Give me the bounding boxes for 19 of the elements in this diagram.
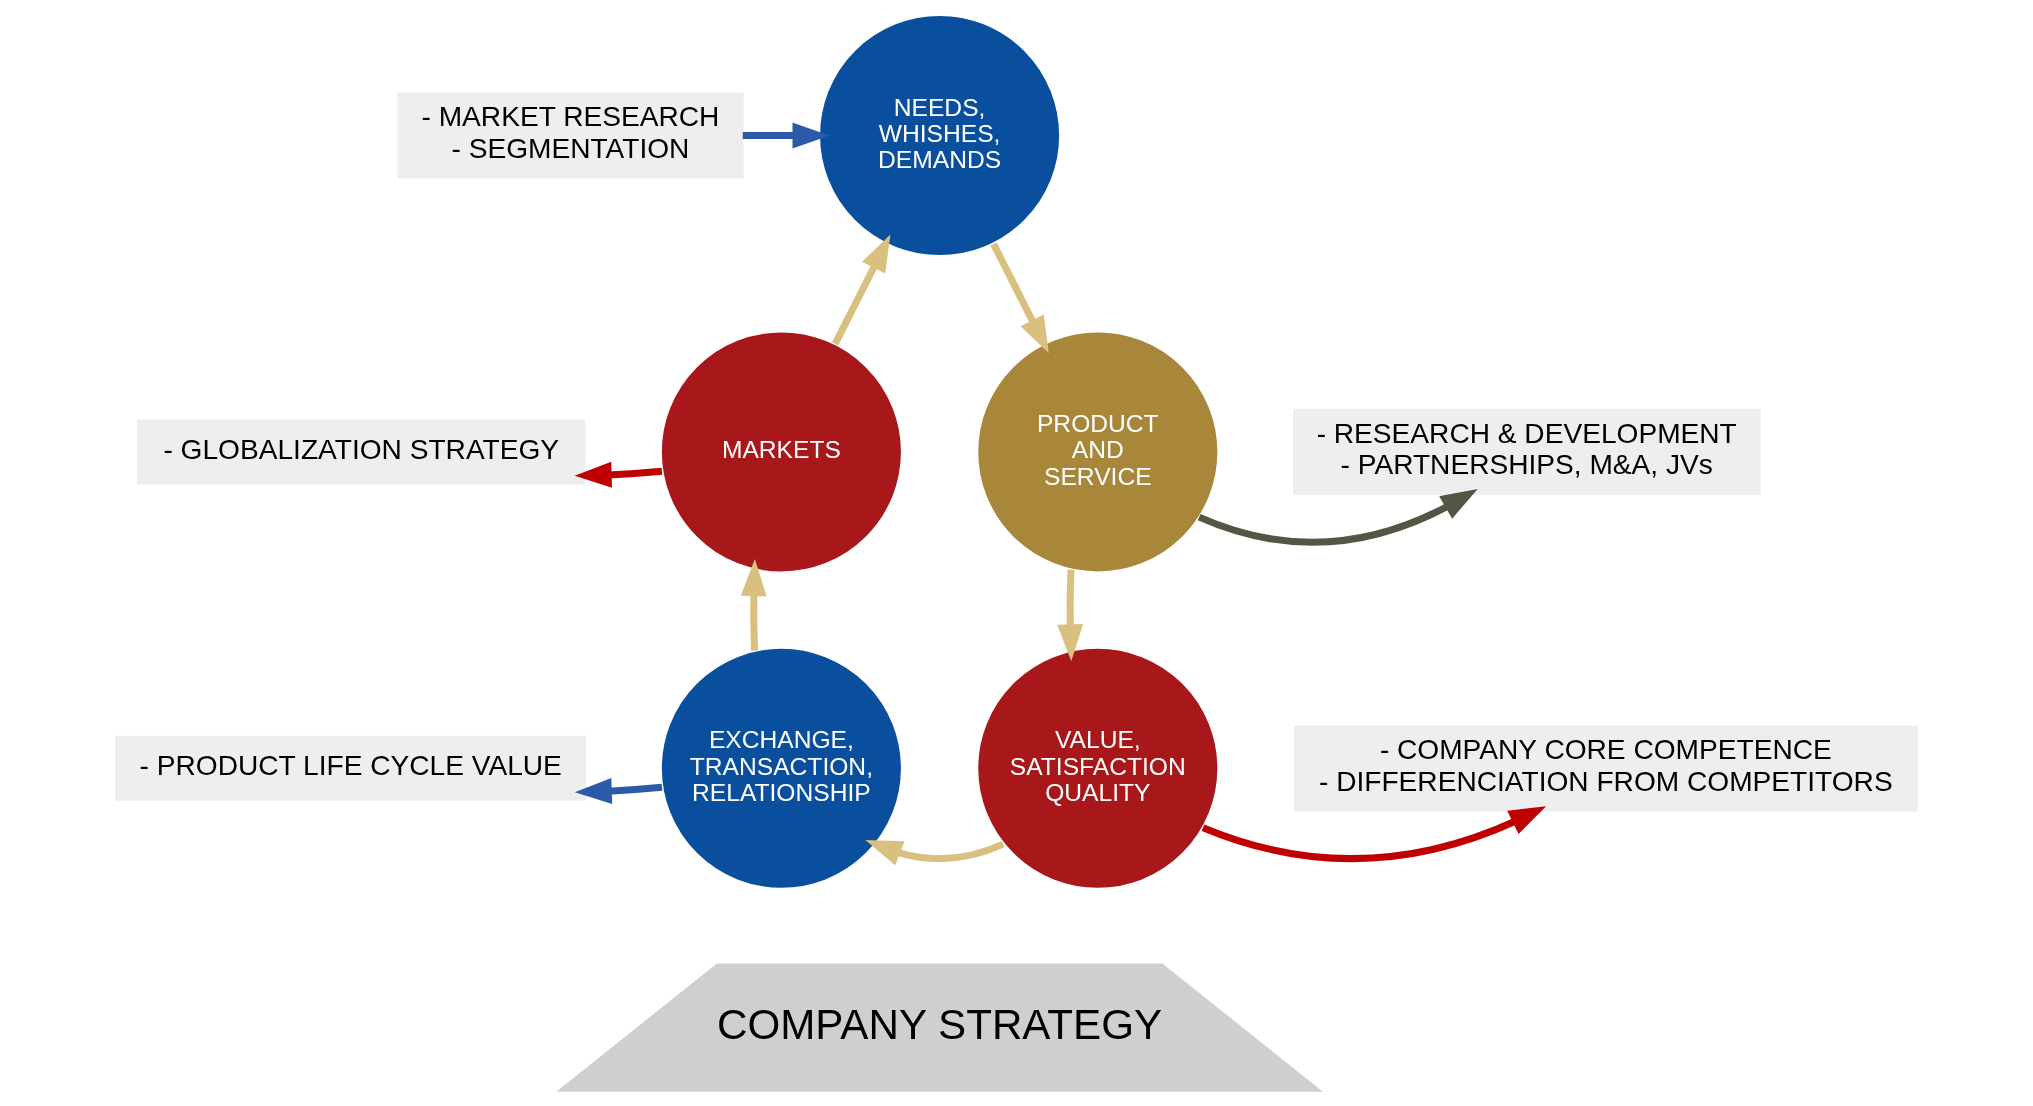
arrow: [1057, 569, 1084, 662]
node-box: - COMPANY CORE COMPETENCE - DIFFERENCIATION FROM COMPETITORS: [1293, 725, 1918, 812]
arrow: [832, 234, 891, 346]
arrow: [740, 559, 767, 651]
node-box: - GLOBALIZATION STRATEGY: [137, 419, 586, 485]
arrow: [574, 461, 663, 488]
node-box: - RESEARCH & DEVELOPMENT - PARTNERSHIPS, M&A, JVs: [1292, 408, 1761, 495]
arrow: [1201, 806, 1547, 863]
arrow: [865, 839, 1005, 866]
node-circle: NEEDS, WHISHES, DEMANDS: [818, 14, 1061, 257]
node-circle: VALUE, SATISFACTION QUALITY: [976, 647, 1220, 890]
arrow: [742, 122, 830, 149]
arrow: [990, 242, 1049, 354]
arrow: [1197, 489, 1478, 546]
arrow: [574, 778, 663, 804]
node-box: - MARKET RESEARCH - SEGMENTATION: [397, 92, 744, 179]
node-circle: PRODUCT AND SERVICE: [976, 330, 1220, 574]
node-circle: MARKETS: [660, 330, 903, 574]
node-box: - PRODUCT LIFE CYCLE VALUE: [115, 735, 587, 801]
